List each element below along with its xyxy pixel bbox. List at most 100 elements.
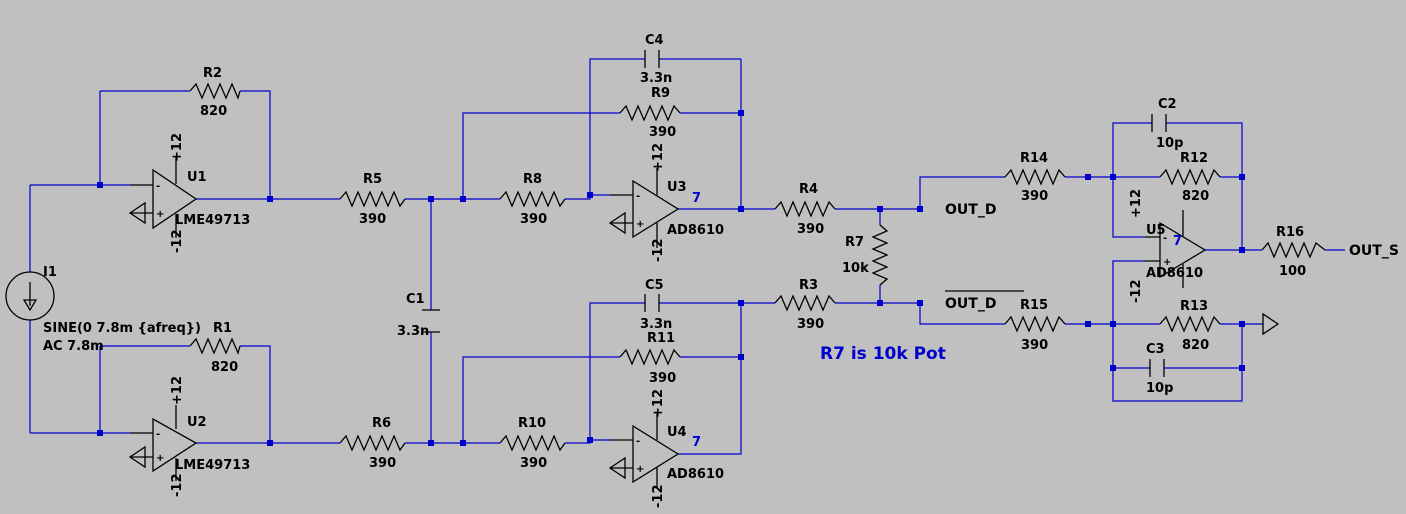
junctions xyxy=(97,110,1245,446)
r1-ref: R1 xyxy=(213,321,232,336)
r13-value: 820 xyxy=(1182,338,1209,353)
r16-ref: R16 xyxy=(1276,225,1304,240)
opamp-u4-pin: 7 xyxy=(692,435,701,450)
ground-icon xyxy=(1262,312,1280,336)
resistor-r10 xyxy=(499,434,566,452)
opamp-u4-ref: U4 xyxy=(667,425,687,440)
r15-value: 390 xyxy=(1021,338,1048,353)
r4-ref: R4 xyxy=(799,182,818,197)
svg-text:-: - xyxy=(1163,233,1167,244)
c3-ref: C3 xyxy=(1146,342,1165,357)
ground-icon xyxy=(128,201,146,225)
opamp-u1-vneg: -12 xyxy=(170,230,185,254)
opamp-u3-vpos: +12 xyxy=(651,143,666,172)
source-line2: AC 7.8m xyxy=(43,339,104,354)
schematic-note: R7 is 10k Pot xyxy=(820,344,946,364)
r7-value: 10k xyxy=(842,261,869,276)
r8-value: 390 xyxy=(520,212,547,227)
r6-value: 390 xyxy=(369,456,396,471)
c2-value: 10p xyxy=(1156,136,1183,151)
resistor-r11 xyxy=(619,348,681,366)
r11-value: 390 xyxy=(649,371,676,386)
resistor-r6 xyxy=(339,434,406,452)
opamp-u5-vneg: -12 xyxy=(1129,280,1144,304)
r9-value: 390 xyxy=(649,125,676,140)
opamp-u2-vneg: -12 xyxy=(170,474,185,498)
r3-value: 390 xyxy=(797,317,824,332)
opamp-u5-model: AD8610 xyxy=(1146,266,1203,281)
opamp-u2-model: LME49713 xyxy=(175,458,250,473)
svg-text:+: + xyxy=(1163,257,1171,268)
wires xyxy=(29,58,1345,455)
ground-icon xyxy=(128,445,146,469)
r13-ref: R13 xyxy=(1180,299,1208,314)
opamp-u3-vneg: -12 xyxy=(651,239,666,263)
svg-text:-: - xyxy=(636,436,640,447)
opamp-u1-ref: U1 xyxy=(187,170,207,185)
capacitor-c4 xyxy=(644,50,660,68)
r11-ref: R11 xyxy=(647,331,675,346)
r4-value: 390 xyxy=(797,222,824,237)
resistor-r15 xyxy=(1004,315,1066,333)
capacitor-c3 xyxy=(1149,359,1165,377)
r10-value: 390 xyxy=(520,456,547,471)
svg-text:+: + xyxy=(156,453,164,464)
resistor-r1 xyxy=(189,337,241,355)
opamp-u5-pin: 7 xyxy=(1173,234,1182,249)
resistor-r4 xyxy=(774,200,836,218)
opamp-u1-model: LME49713 xyxy=(175,213,250,228)
r2-ref: R2 xyxy=(203,66,222,81)
opamp-u3: -+ U3 7 +12 -12 AD8610 xyxy=(610,143,724,262)
c1-value: 3.3n xyxy=(397,324,429,339)
resistor-r9 xyxy=(619,104,681,122)
r7-ref: R7 xyxy=(845,235,864,250)
opamp-u5-ref: U5 xyxy=(1146,223,1166,238)
c5-value: 3.3n xyxy=(640,317,672,332)
source-ref: I1 xyxy=(43,265,57,280)
resistor-r5 xyxy=(339,190,406,208)
opamp-u2-vpos: +12 xyxy=(170,376,185,405)
ground-icon xyxy=(608,211,626,235)
r14-ref: R14 xyxy=(1020,151,1048,166)
opamp-u1: -+ U1 +12 -12 LME49713 xyxy=(130,133,250,253)
capacitor-c5 xyxy=(644,294,660,312)
opamp-u2-ref: U2 xyxy=(187,415,207,430)
resistor-r7 xyxy=(871,224,889,286)
opamp-u4-vneg: -12 xyxy=(651,485,666,509)
c1-ref: C1 xyxy=(406,292,425,307)
resistor-r16 xyxy=(1261,241,1326,259)
opamp-u3-ref: U3 xyxy=(667,180,687,195)
resistor-r14 xyxy=(1004,168,1066,186)
opamp-u4-model: AD8610 xyxy=(667,467,724,482)
opamp-u5: -+ U5 7 +12 -12 AD8610 xyxy=(1129,189,1207,304)
c5-ref: C5 xyxy=(645,278,664,293)
c4-value: 3.3n xyxy=(640,71,672,86)
r1-value: 820 xyxy=(211,360,238,375)
r12-ref: R12 xyxy=(1180,151,1208,166)
capacitor-c1 xyxy=(422,309,440,333)
capacitor-c2 xyxy=(1151,114,1167,132)
r8-ref: R8 xyxy=(523,172,542,187)
current-source-i1: I1 SINE(0 7.8m {afreq}) AC 7.8m xyxy=(5,265,201,354)
svg-text:+: + xyxy=(636,464,644,475)
c3-value: 10p xyxy=(1146,381,1173,396)
resistor-r13 xyxy=(1159,315,1221,333)
resistor-r8 xyxy=(499,190,566,208)
r6-ref: R6 xyxy=(372,416,391,431)
svg-text:+: + xyxy=(156,209,164,220)
resistor-r12 xyxy=(1159,168,1221,186)
r10-ref: R10 xyxy=(518,416,546,431)
c2-ref: C2 xyxy=(1158,97,1177,112)
opamp-u3-pin: 7 xyxy=(692,191,701,206)
r16-value: 100 xyxy=(1279,264,1306,279)
r15-ref: R15 xyxy=(1020,298,1048,313)
opamp-u4: - + U4 7 +12 -12 AD8610 xyxy=(610,389,724,508)
opamp-u2: -+ U2 +12 -12 LME49713 xyxy=(130,376,250,497)
svg-text:+: + xyxy=(636,219,644,230)
svg-text:-: - xyxy=(156,181,160,192)
source-line1: SINE(0 7.8m {afreq}) xyxy=(43,321,201,336)
opamp-u3-model: AD8610 xyxy=(667,223,724,238)
net-label-out-d: OUT_D xyxy=(945,202,996,218)
opamp-u4-vpos: +12 xyxy=(651,389,666,418)
